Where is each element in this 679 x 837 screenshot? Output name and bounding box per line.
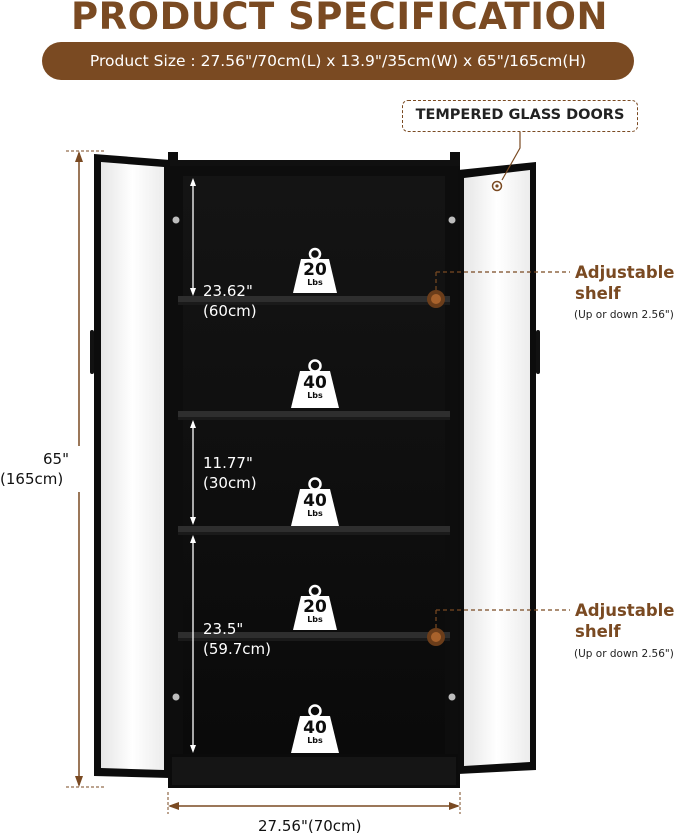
weight-badge-unit: Lbs — [307, 615, 323, 624]
shelf-spacing-arrows — [190, 178, 196, 753]
weight-badge-value: 40 — [303, 491, 327, 511]
weight-badge-shapes — [291, 247, 339, 753]
adjustable-shelf-bottom-title: Adjustable shelf — [575, 601, 675, 641]
weight-badge-value: 40 — [303, 373, 327, 393]
weight-badge-unit: Lbs — [307, 509, 323, 518]
glass-door-callout-line — [491, 132, 521, 192]
width-label: 27.56"(70cm) — [258, 817, 362, 835]
adjustable-shelf-callout-bottom — [427, 609, 570, 646]
page-title: PRODUCT SPECIFICATION — [71, 0, 608, 38]
weight-badge-unit: Lbs — [307, 278, 323, 287]
shelf-spacing-1-cm: (60cm) — [203, 302, 257, 320]
weight-badge-value: 40 — [303, 718, 327, 738]
tempered-glass-doors-label: TEMPERED GLASS DOORS — [402, 100, 638, 132]
shelves — [178, 296, 450, 641]
weight-badge-40-lbs: 40 Lbs — [291, 493, 339, 518]
weight-badge-unit: Lbs — [307, 736, 323, 745]
height-cm-label: (165cm) — [0, 470, 64, 488]
cabinet-body — [168, 152, 460, 788]
weight-badge-40-lbs: 40 Lbs — [291, 375, 339, 400]
shelf-spacing-3-inches: 23.5" — [203, 620, 244, 638]
adjustable-shelf-top-title: Adjustable shelf — [575, 263, 675, 303]
shelf-spacing-2-cm: (30cm) — [203, 474, 257, 492]
left-glass-door — [90, 154, 180, 778]
height-dimension-line — [66, 150, 104, 788]
weight-badge-20-lbs: 20 Lbs — [293, 599, 337, 624]
right-glass-door — [448, 162, 540, 774]
shelf-spacing-3-cm: (59.7cm) — [203, 640, 271, 658]
weight-badge-20-lbs: 20 Lbs — [293, 262, 337, 287]
weight-badge-40-lbs: 40 Lbs — [291, 720, 339, 745]
shelf-spacing-1-inches: 23.62" — [203, 282, 253, 300]
product-size-banner: Product Size : 27.56"/70cm(L) x 13.9"/35… — [42, 42, 634, 80]
shelf-spacing-2-inches: 11.77" — [203, 454, 253, 472]
width-dimension-line — [167, 792, 461, 814]
height-inches-label: 65" — [43, 450, 69, 468]
adjustable-shelf-callout-top — [427, 271, 570, 308]
weight-badge-value: 20 — [303, 597, 327, 617]
weight-badge-unit: Lbs — [307, 391, 323, 400]
adjustable-shelf-top-note: (Up or down 2.56") — [574, 309, 674, 321]
adjustable-shelf-bottom-note: (Up or down 2.56") — [574, 648, 674, 660]
weight-badge-value: 20 — [303, 260, 327, 280]
